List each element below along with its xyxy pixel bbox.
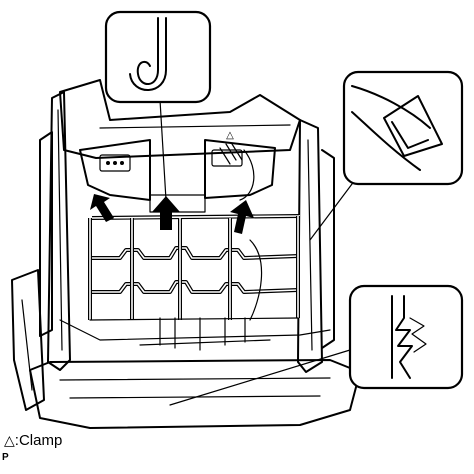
seat-cover-flaps (79, 139, 276, 213)
clamp-marker: △ (226, 130, 234, 141)
callout-right-clamp (342, 70, 464, 186)
spring-wire-grid (88, 214, 301, 321)
leader-lines (159, 99, 356, 406)
lower-harness (59, 239, 331, 351)
callout-lower-clamp (348, 284, 464, 390)
clamp-symbol-icon: △ (4, 432, 15, 448)
pull-arrow-right (230, 200, 254, 234)
pull-arrows (90, 194, 254, 234)
pull-arrow-left (90, 194, 114, 222)
callout-top-hook (104, 10, 212, 104)
seat-frame (11, 79, 361, 429)
corner-mark: P (2, 452, 9, 463)
clamp-legend: △:Clamp (4, 432, 62, 449)
pull-arrow-center (152, 196, 180, 230)
clamp-legend-text: :Clamp (14, 432, 63, 449)
